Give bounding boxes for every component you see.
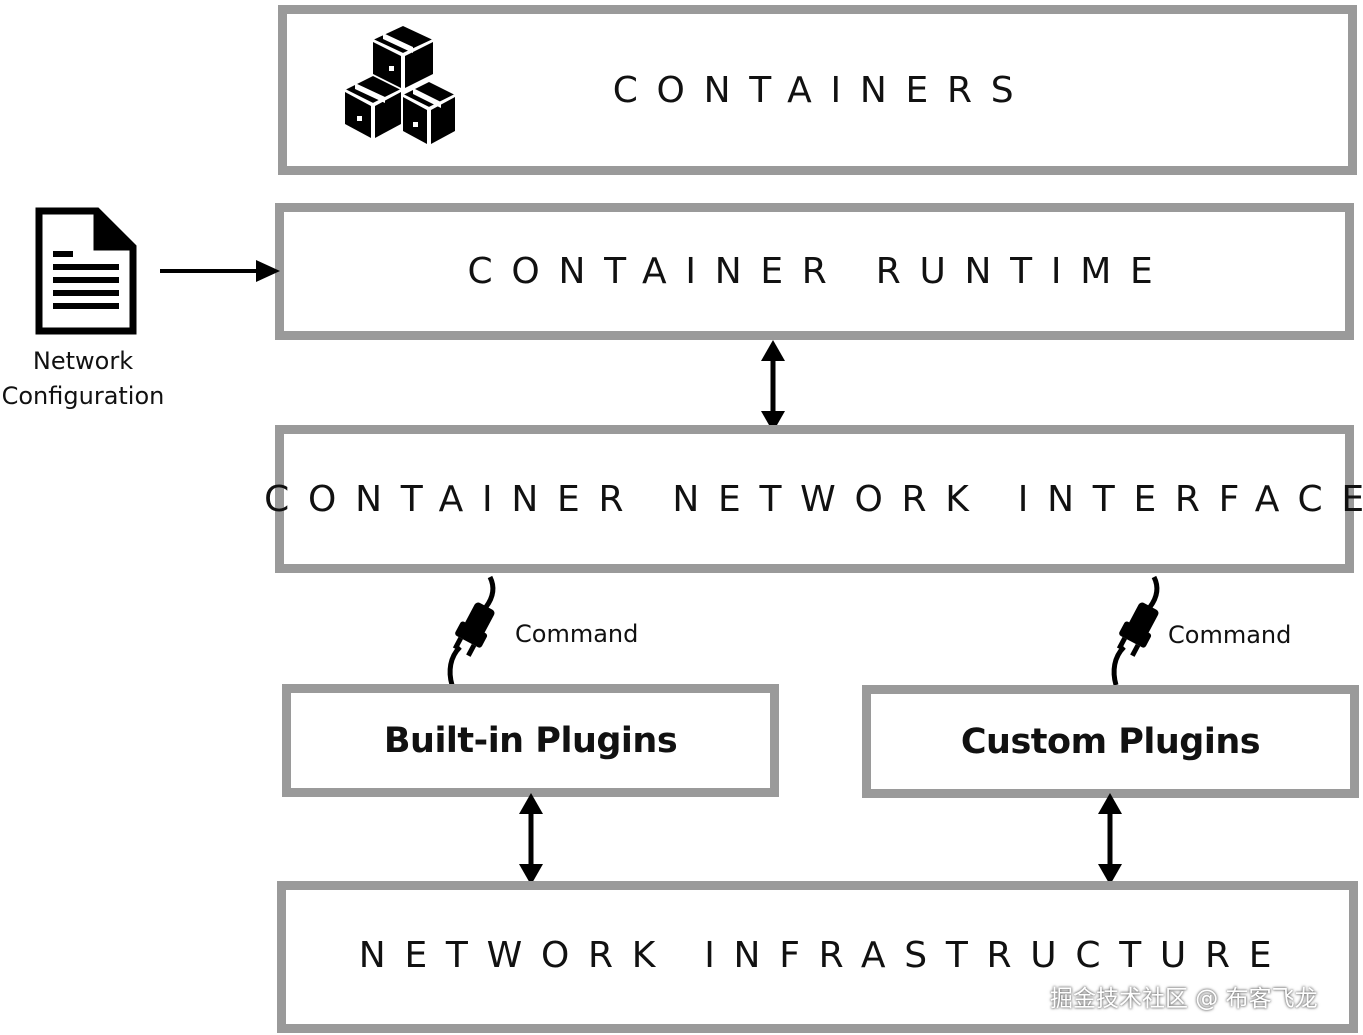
plug-icon (447, 575, 496, 686)
builtin-infra-arrow (519, 793, 543, 885)
cni-label: CONTAINER NETWORK INTERFACE (264, 478, 1363, 520)
builtin-plugins-label: Built-in Plugins (383, 720, 678, 761)
plug-icon (1111, 575, 1160, 686)
cube-top-icon (372, 26, 434, 88)
boxes-icon (344, 26, 456, 144)
cube-left-icon (344, 76, 402, 138)
document-icon (35, 207, 137, 335)
cube-right-icon (402, 82, 456, 144)
watermark: 掘金技术社区 @ 布客飞龙 (1050, 986, 1318, 1012)
cni-box: CONTAINER NETWORK INTERFACE (264, 425, 1363, 573)
container-runtime-box: CONTAINER RUNTIME (275, 203, 1354, 340)
network-infrastructure-box: NETWORK INFRASTRUCTURE (277, 881, 1358, 1033)
container-runtime-label: CONTAINER RUNTIME (467, 251, 1172, 292)
containers-label: CONTAINERS (612, 69, 1033, 111)
custom-plugins-label: Custom Plugins (960, 721, 1261, 762)
network-configuration-label: Network Configuration (1, 347, 165, 410)
network-infrastructure-label: NETWORK INFRASTRUCTURE (358, 934, 1291, 976)
custom-infra-arrow (1098, 793, 1122, 885)
runtime-cni-arrow (761, 340, 785, 432)
config-arrow (160, 260, 280, 282)
custom-plugins-box: Custom Plugins (862, 685, 1359, 798)
command-label-left: Command (515, 620, 639, 648)
containers-box: CONTAINERS (278, 5, 1357, 175)
command-label-right: Command (1168, 621, 1292, 649)
builtin-plugins-box: Built-in Plugins (282, 684, 779, 797)
